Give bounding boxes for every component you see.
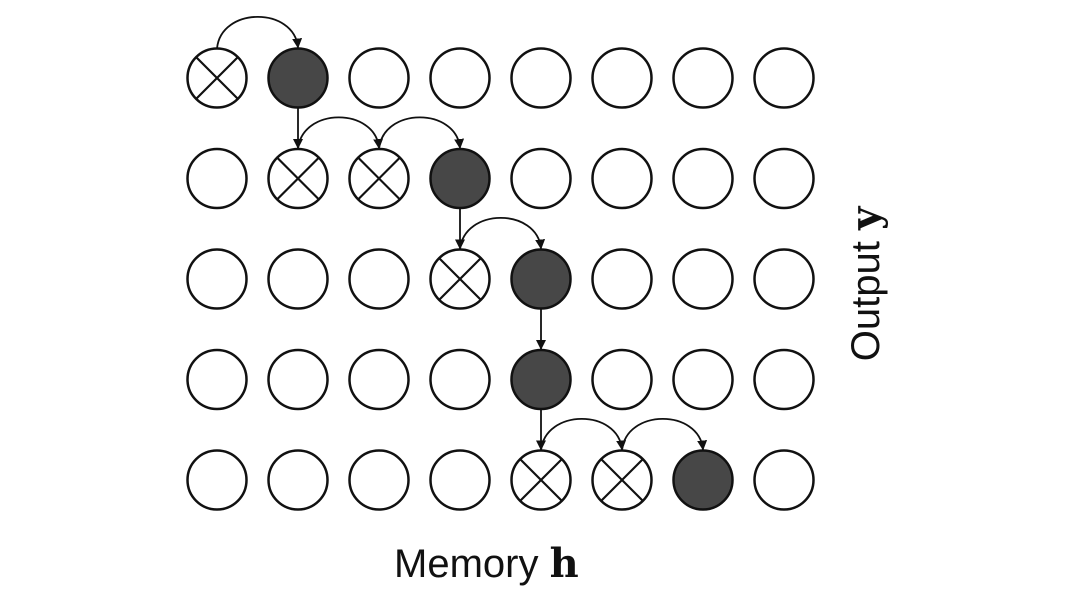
cell-circle xyxy=(591,147,653,210)
cell-empty-r2-c7 xyxy=(753,248,815,310)
cell-filled-r1-c3 xyxy=(429,147,491,210)
cell-empty-r1-c6 xyxy=(672,147,734,210)
memory-axis-variable: h xyxy=(549,540,579,587)
arrow-curve-5 xyxy=(459,217,546,250)
cell-circle xyxy=(429,147,491,210)
cell-crossed-r0-c0 xyxy=(186,47,248,109)
cell-circle xyxy=(429,449,491,511)
cell-empty-r0-c4 xyxy=(510,47,572,109)
cell-circle xyxy=(510,47,572,109)
cell-empty-r0-c5 xyxy=(591,47,653,109)
cell-circle xyxy=(186,248,248,310)
cell-empty-r3-c3 xyxy=(429,348,491,411)
cell-empty-r3-c2 xyxy=(348,348,410,411)
cell-circle xyxy=(672,348,734,411)
cell-circle xyxy=(186,348,248,411)
cell-empty-r1-c0 xyxy=(186,147,248,210)
cell-empty-r0-c2 xyxy=(348,47,410,109)
cell-empty-r0-c7 xyxy=(753,47,815,109)
cross-line xyxy=(438,257,482,301)
cell-empty-r2-c1 xyxy=(267,248,329,310)
cell-circle xyxy=(672,248,734,310)
arrow-curve-3 xyxy=(378,116,465,150)
cross-line xyxy=(357,156,401,201)
cell-crossed-r4-c5 xyxy=(591,449,653,511)
cell-empty-r4-c0 xyxy=(186,449,248,511)
cell-empty-r2-c5 xyxy=(591,248,653,310)
arrow-curve-0 xyxy=(216,16,303,49)
cell-empty-r4-c2 xyxy=(348,449,410,511)
cell-circle xyxy=(753,147,815,210)
cell-empty-r3-c1 xyxy=(267,348,329,411)
cell-circle xyxy=(348,248,410,310)
memory-axis-label: Memory h xyxy=(394,540,579,588)
cell-filled-r3-c4 xyxy=(510,348,572,411)
cell-circle xyxy=(267,348,329,411)
output-axis-variable: y xyxy=(842,206,889,231)
cell-empty-r3-c6 xyxy=(672,348,734,411)
cell-circle xyxy=(267,449,329,511)
cell-crossed-r4-c4 xyxy=(510,449,572,511)
cell-circle xyxy=(510,248,572,310)
cell-empty-r1-c4 xyxy=(510,147,572,210)
cell-filled-r4-c6 xyxy=(672,449,734,511)
cross-line xyxy=(276,156,320,201)
cell-crossed-r1-c2 xyxy=(348,147,410,210)
cell-circle xyxy=(753,348,815,411)
cell-filled-r0-c1 xyxy=(267,47,329,109)
cell-circle xyxy=(348,47,410,109)
cell-empty-r3-c7 xyxy=(753,348,815,411)
cell-empty-r4-c3 xyxy=(429,449,491,511)
cell-empty-r1-c5 xyxy=(591,147,653,210)
cell-crossed-r1-c1 xyxy=(267,147,329,210)
cell-circle xyxy=(429,348,491,411)
arrow-curve-2 xyxy=(297,116,384,150)
cell-circle xyxy=(591,248,653,310)
cell-empty-r4-c1 xyxy=(267,449,329,511)
cross-line xyxy=(600,458,644,502)
cell-empty-r4-c7 xyxy=(753,449,815,511)
cell-circle xyxy=(591,47,653,109)
cell-empty-r3-c0 xyxy=(186,348,248,411)
cross-line xyxy=(519,458,563,502)
cell-circle xyxy=(672,147,734,210)
cell-circle xyxy=(672,47,734,109)
cell-empty-r2-c0 xyxy=(186,248,248,310)
cell-empty-r2-c6 xyxy=(672,248,734,310)
cell-circle xyxy=(348,449,410,511)
cell-circle xyxy=(510,348,572,411)
cell-crossed-r2-c3 xyxy=(429,248,491,310)
cell-circle xyxy=(267,248,329,310)
transition-arrows xyxy=(216,16,708,451)
cell-circle xyxy=(510,147,572,210)
cell-circle xyxy=(348,348,410,411)
output-axis-text: Output xyxy=(844,230,888,362)
cell-filled-r2-c4 xyxy=(510,248,572,310)
memory-output-grid xyxy=(186,47,815,511)
cell-empty-r0-c6 xyxy=(672,47,734,109)
cross-line xyxy=(195,56,239,100)
cell-empty-r1-c7 xyxy=(753,147,815,210)
arrow-curve-8 xyxy=(540,418,627,451)
cell-circle xyxy=(672,449,734,511)
cell-empty-r0-c3 xyxy=(429,47,491,109)
cell-empty-r2-c2 xyxy=(348,248,410,310)
cell-circle xyxy=(186,147,248,210)
output-axis-label: Output y xyxy=(842,207,890,361)
cell-circle xyxy=(186,449,248,511)
cell-empty-r3-c5 xyxy=(591,348,653,411)
memory-axis-text: Memory xyxy=(394,542,550,586)
cell-circle xyxy=(591,348,653,411)
arrow-curve-9 xyxy=(621,418,708,451)
cell-circle xyxy=(753,248,815,310)
cell-circle xyxy=(753,47,815,109)
cell-circle xyxy=(429,47,491,109)
cell-circle xyxy=(753,449,815,511)
cell-circle xyxy=(267,47,329,109)
